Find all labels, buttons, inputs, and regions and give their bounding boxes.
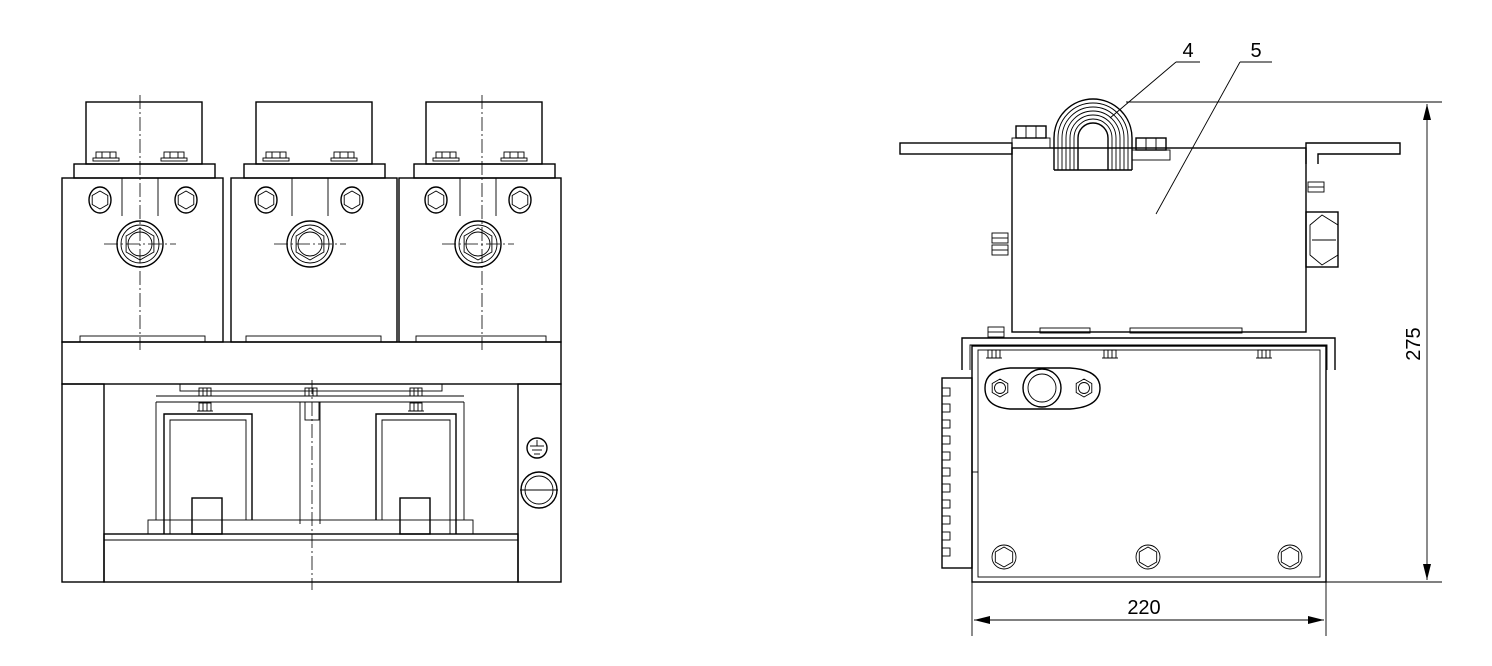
ground-terminal (520, 471, 558, 509)
pole-left (61, 95, 224, 350)
dimension-height: 275 (1126, 101, 1442, 583)
flange (984, 367, 1101, 410)
top-bolt-right (1131, 137, 1171, 161)
bottom-bolt-middle (1135, 544, 1161, 570)
side-view: 4 5 275 220 (899, 40, 1442, 636)
frame-leg-left (61, 383, 105, 583)
mechanism (103, 380, 519, 590)
frame-leg-right (517, 383, 562, 583)
pole-housing (1011, 147, 1307, 333)
top-bolt-left (1011, 125, 1051, 149)
pole-middle (230, 101, 398, 343)
dimension-width-label: 220 (1127, 597, 1160, 619)
base-plate (61, 341, 562, 385)
callout-4-label: 4 (1182, 40, 1193, 62)
dimension-width: 220 (971, 582, 1327, 636)
pole-right (398, 95, 562, 350)
mechanism-box (941, 337, 1336, 583)
dimension-height-label: 275 (1403, 327, 1425, 360)
terminal-bar-left (899, 142, 1013, 155)
terminal-bar-right (1305, 142, 1401, 164)
callout-4: 4 (1109, 40, 1200, 119)
side-studs (941, 387, 951, 557)
bottom-bolt-right (1277, 544, 1303, 570)
flexible-connector (1053, 98, 1133, 171)
callout-5-label: 5 (1250, 40, 1261, 62)
front-view (61, 95, 562, 590)
bottom-bolt-left (991, 544, 1017, 570)
ground-symbol-icon (526, 437, 548, 459)
callout-5: 5 (1155, 40, 1272, 215)
